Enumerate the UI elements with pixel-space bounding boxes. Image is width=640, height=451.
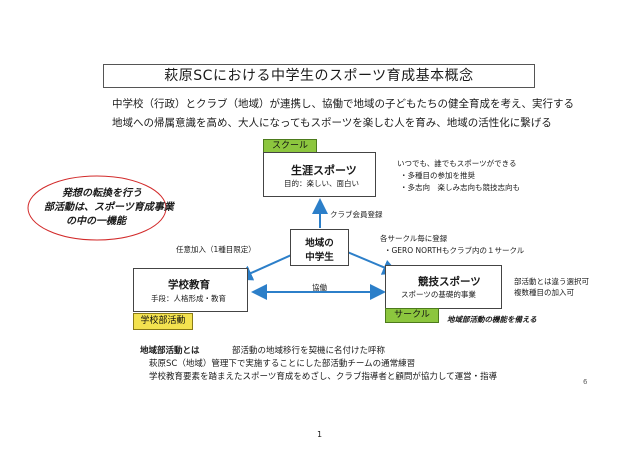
- ellipse-line-2: 部活動は、スポーツ育成事業: [44, 202, 174, 213]
- page-title: 萩原SCにおける中学生のスポーツ育成基本概念: [103, 64, 535, 88]
- center-line-1: 地域の: [305, 238, 334, 249]
- arrow-to-school: [236, 251, 299, 281]
- footer-heading: 地域部活動とは: [140, 346, 200, 356]
- competitive-sports-box: 競技スポーツ スポーツの基礎的事業: [385, 265, 502, 309]
- footer-line-2: 萩原SC（地域）管理下で実施することにした部活動チームの通常練習: [149, 359, 416, 369]
- concept-ellipse-outline: [27, 175, 167, 241]
- circle-registration-label: 各サークル毎に登録: [380, 234, 448, 243]
- school-education-box: 学校教育 手段：人格形成・教育: [133, 268, 248, 312]
- gero-north-label: ・GERO NORTHもクラブ内の１サークル: [384, 246, 525, 255]
- competitive-note-2: 複数種目の加入可: [514, 288, 574, 297]
- competitive-caption: 地域部活動の機能を備える: [447, 315, 537, 324]
- intro-line-1: 中学校（行政）とクラブ（地域）が連携し、協働で地域の子どもたちの健全育成を考え、…: [112, 98, 574, 110]
- ellipse-line-3: の中の一機能: [66, 216, 126, 227]
- lifelong-title: 生涯スポーツ: [291, 164, 357, 177]
- school-subtitle: 手段：人格形成・教育: [151, 294, 226, 303]
- competitive-subtitle: スポーツの基礎的事業: [401, 290, 476, 299]
- lifelong-note-3: ・多志向 楽しみ志向も競技志向も: [400, 183, 520, 192]
- center-students-box: 地域の 中学生: [290, 229, 349, 266]
- tag-school-club: 学校部活動: [133, 313, 193, 330]
- ellipse-line-1: 発想の転換を行う: [62, 188, 142, 199]
- lifelong-note-2: ・多種目の参加を推奨: [400, 171, 475, 180]
- center-line-2: 中学生: [305, 252, 334, 263]
- lifelong-subtitle: 目的：楽しい、面白い: [284, 179, 359, 188]
- side-number: 6: [583, 378, 588, 386]
- school-title: 学校教育: [168, 279, 210, 291]
- cooperation-label: 協働: [312, 283, 327, 292]
- competitive-title: 競技スポーツ: [418, 276, 481, 288]
- intro-line-2: 地域への帰属意識を高め、大人になってもスポーツを楽しむ人を育み、地域の活性化に繋…: [112, 117, 552, 129]
- club-member-label: クラブ会員登録: [330, 210, 383, 219]
- lifelong-note-1: いつでも、誰でもスポーツができる: [397, 159, 517, 168]
- school-join-label: 任意加入（1種目限定）: [176, 245, 256, 254]
- footer-line-3: 学校教育要素を踏まえたスポーツ育成をめざし、クラブ指導者と顧問が協力して運営・指…: [149, 372, 498, 382]
- footer-heading-desc: 部活動の地域移行を契機に名付けた呼称: [232, 346, 386, 356]
- tag-circle: サークル: [385, 308, 439, 323]
- page-number: 1: [317, 430, 323, 439]
- lifelong-sports-box: 生涯スポーツ 目的：楽しい、面白い: [263, 152, 376, 197]
- competitive-note-1: 部活動とは違う選択可: [514, 277, 589, 286]
